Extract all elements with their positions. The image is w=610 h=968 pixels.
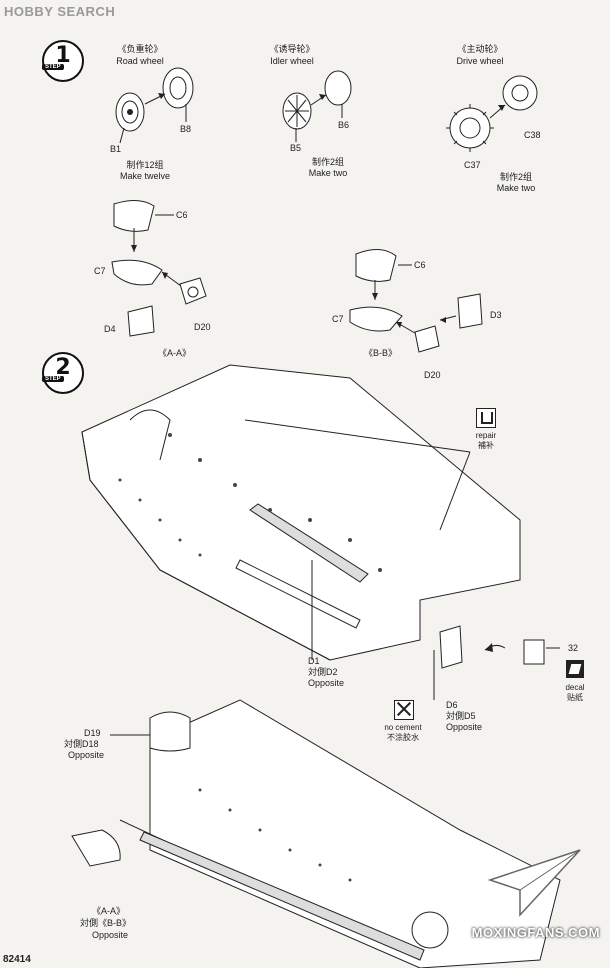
idler-wheel-make-cn: 制作2组 xyxy=(311,157,344,167)
drive-wheel-title: Drive wheel xyxy=(456,56,504,66)
idler-wheel-title: Idler wheel xyxy=(270,56,314,66)
part-b8-label: B8 xyxy=(180,124,192,134)
drive-wheel-title-cn: 《主动轮》 xyxy=(457,44,503,54)
part-d19-label: D19 xyxy=(84,728,101,738)
watermark-text: MOXINGFANS.COM xyxy=(471,925,600,940)
part-32-illustration xyxy=(523,639,560,665)
part-c6-label: C6 xyxy=(176,210,188,220)
part-d1-opposite: Opposite xyxy=(308,678,345,688)
idler-wheel-make: Make two xyxy=(308,168,348,178)
road-wheel-illustration xyxy=(115,67,194,144)
part-d19-opposite: Opposite xyxy=(68,750,105,760)
part-32-label: 32 xyxy=(568,643,579,653)
bottom-caption-opposite: Opposite xyxy=(92,930,129,940)
part-d20-label: D20 xyxy=(194,322,211,332)
part-d4-label: D4 xyxy=(104,324,116,334)
part-c38-label: C38 xyxy=(524,130,541,140)
hull-upper-illustration xyxy=(81,364,521,700)
assembly-a-illustration xyxy=(111,200,207,337)
road-wheel-title-cn: 《负重轮》 xyxy=(117,44,163,54)
hull-lower-illustration xyxy=(71,699,561,968)
hobby-search-logo: HOBBY SEARCH xyxy=(4,4,116,19)
part-d1-opposite-cn: 対側D2 xyxy=(308,667,338,677)
part-d3-label: D3 xyxy=(490,310,502,320)
part-b1-label: B1 xyxy=(110,144,122,154)
part-d6-label: D6 xyxy=(446,700,458,710)
drive-wheel-make-cn: 制作2组 xyxy=(499,172,532,182)
repair-label: repair xyxy=(475,431,497,440)
part-d6-opposite: Opposite xyxy=(446,722,483,732)
part-d1-label: D1 xyxy=(308,656,320,666)
part-d19-opposite-cn: 対側D18 xyxy=(64,739,99,749)
road-wheel-make-cn: 制作12组 xyxy=(126,160,164,170)
step-2-badge: 2 STEP xyxy=(42,352,84,394)
section-a-caption: 《A-A》 xyxy=(158,348,192,358)
step-tag: STEP xyxy=(42,376,64,382)
part-b6-label: B6 xyxy=(338,120,350,130)
drive-wheel-make: Make two xyxy=(496,183,536,193)
repair-label-cn: 補补 xyxy=(478,441,494,450)
bottom-caption-a: 《A-A》 xyxy=(92,906,126,916)
section-b-caption: 《B-B》 xyxy=(364,348,398,358)
road-wheel-title: Road wheel xyxy=(116,56,164,66)
no-cement-label: no cement xyxy=(384,723,422,732)
part-b5-label: B5 xyxy=(290,143,302,153)
idler-wheel-illustration xyxy=(282,70,352,142)
step-number: 1 xyxy=(55,43,71,68)
part-c6-label: C6 xyxy=(414,260,426,270)
step-tag: STEP xyxy=(42,64,64,70)
road-wheel-make: Make twelve xyxy=(119,171,171,181)
part-c7-label: C7 xyxy=(94,266,106,276)
no-cement-label-cn: 不涂胶水 xyxy=(387,733,419,742)
part-d6-opposite-cn: 対側D5 xyxy=(446,711,476,721)
part-d20-label: D20 xyxy=(424,370,441,380)
part-c37-label: C37 xyxy=(464,160,481,170)
no-cement-icon xyxy=(394,700,414,720)
decal-label-cn: 贴纸 xyxy=(567,693,583,702)
part-c7-label: C7 xyxy=(332,314,344,324)
bottom-caption-b: 対側《B-B》 xyxy=(80,918,132,928)
product-code: 82414 xyxy=(3,954,31,965)
idler-wheel-title-cn: 《诱导轮》 xyxy=(269,44,315,54)
drive-wheel-illustration xyxy=(446,75,538,152)
repair-icon xyxy=(476,408,496,428)
decal-icon xyxy=(566,660,584,678)
assembly-b-illustration xyxy=(349,249,483,353)
decal-label: decal xyxy=(565,683,585,692)
step-1-badge: 1 STEP xyxy=(42,40,84,82)
step-number: 2 xyxy=(55,355,71,380)
